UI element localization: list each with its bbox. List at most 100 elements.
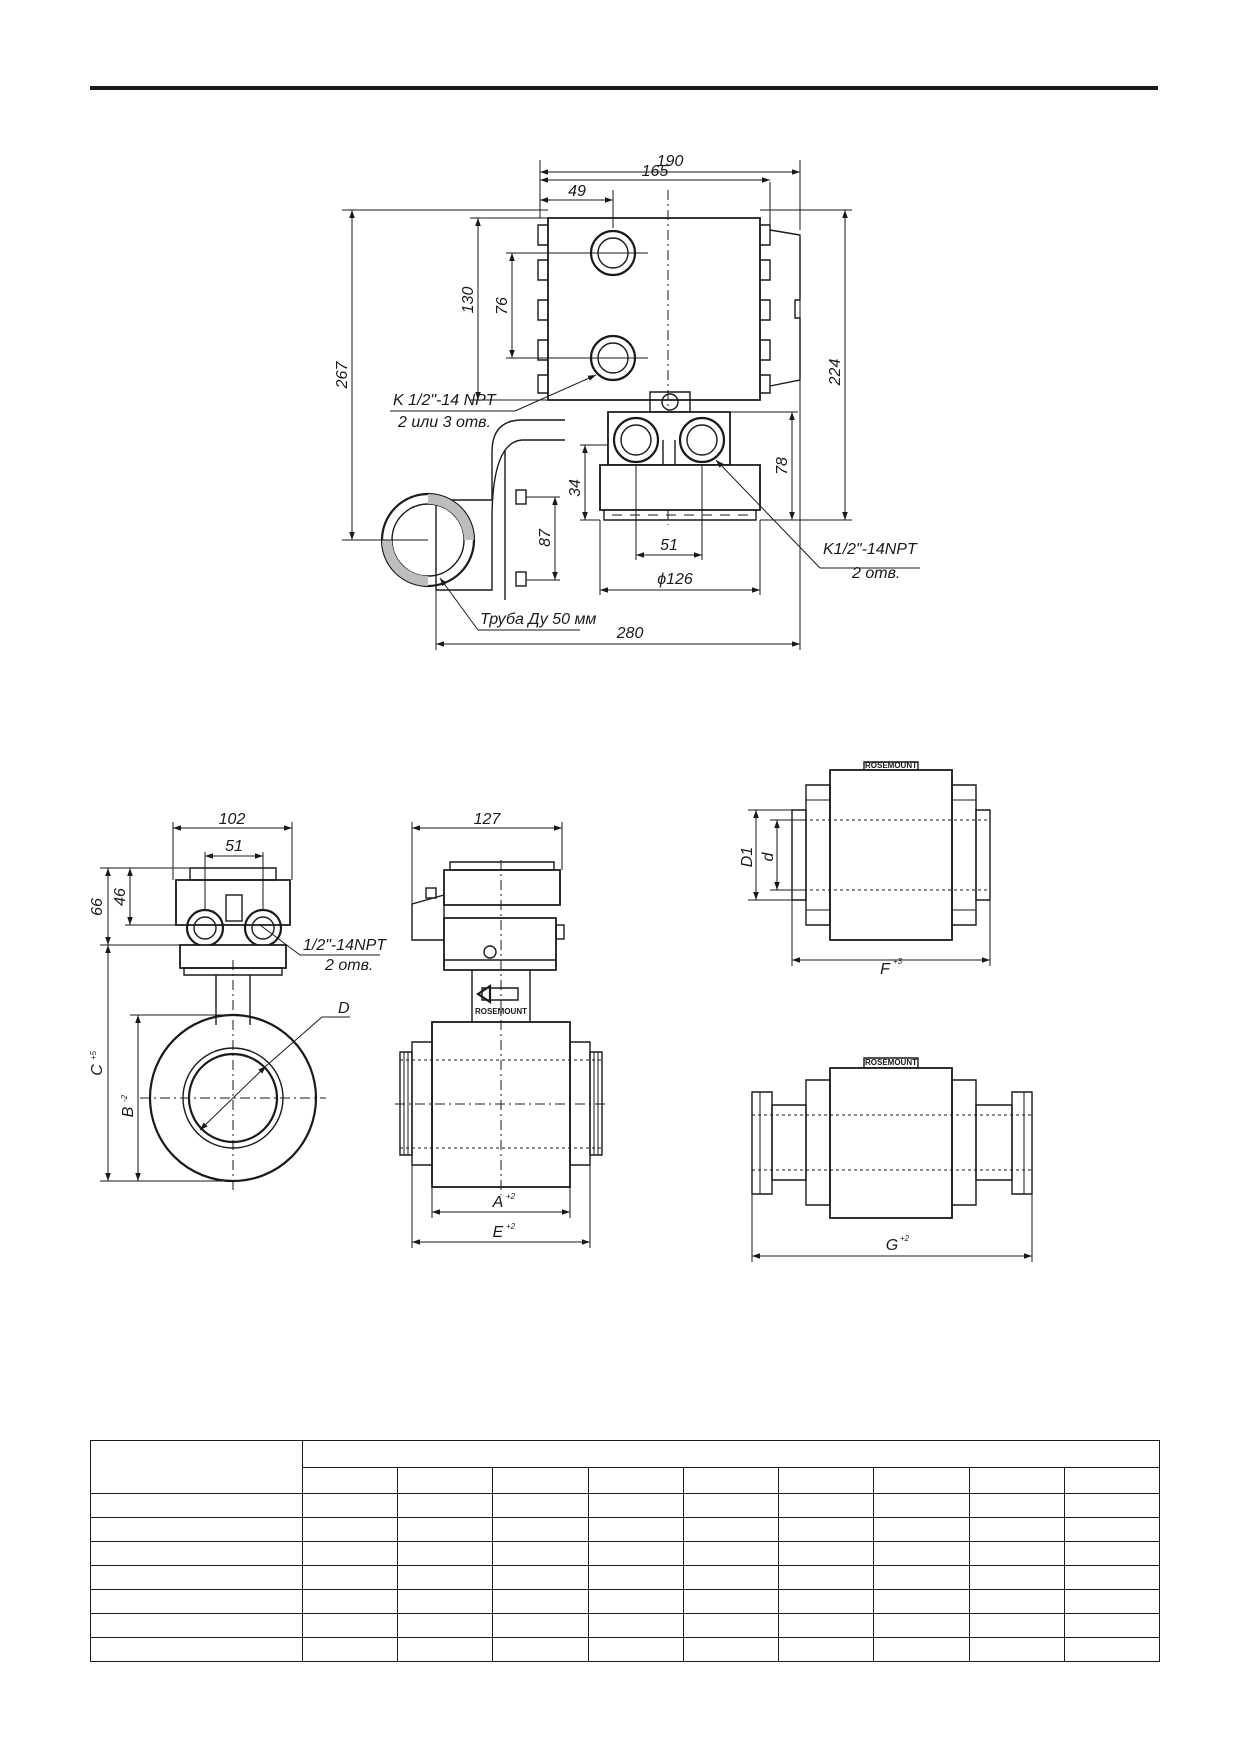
dim-224: 224: [827, 359, 844, 387]
dim-49: 49: [568, 183, 586, 200]
table-cell: [873, 1565, 970, 1590]
table-cell: [90, 1613, 303, 1638]
dim-46: 46: [112, 888, 129, 906]
table-row: [90, 1517, 1161, 1542]
dim-E: E: [493, 1224, 504, 1241]
threaded-view-brand: ROSEMOUNT: [865, 761, 917, 770]
callout-front-port: 1/2"-14NPT: [303, 937, 387, 954]
table-cell: [778, 1637, 875, 1662]
table-cell: [873, 1637, 970, 1662]
table-cell: [778, 1517, 875, 1542]
callout-front-port-count: 2 отв.: [324, 957, 373, 974]
table-cell: [968, 1589, 1065, 1614]
dim-D1: D1: [739, 847, 756, 867]
dim-d: d: [760, 851, 777, 861]
dim-102: 102: [219, 811, 246, 828]
table-cell: [1063, 1493, 1161, 1518]
table-cell: [873, 1493, 970, 1518]
table-cell: [778, 1613, 875, 1638]
table-cell: [682, 1637, 780, 1662]
callout-right-port: K1/2"-14NPT: [823, 541, 918, 558]
table-row: [90, 1565, 1161, 1590]
dim-B: B: [120, 1106, 137, 1117]
table-cell: [873, 1541, 970, 1566]
table-cell: [587, 1517, 684, 1542]
dim-A: A: [492, 1194, 504, 1211]
table-header-cell: [90, 1440, 303, 1494]
table-cell: [587, 1613, 684, 1638]
dim-76: 76: [494, 297, 511, 315]
table-cell: [90, 1565, 303, 1590]
table-cell: [1063, 1589, 1161, 1614]
table-cell: [1063, 1637, 1161, 1662]
dim-G-tolerance: +2: [900, 1234, 910, 1243]
table-cell: [90, 1517, 303, 1542]
table-cell: [397, 1637, 494, 1662]
dim-130: 130: [460, 287, 477, 314]
table-cell: [682, 1565, 780, 1590]
table-cell: [968, 1517, 1065, 1542]
table-cell: [492, 1637, 589, 1662]
dim-126: ϕ126: [657, 571, 693, 588]
table-cell: [301, 1637, 399, 1662]
table-row: [90, 1541, 1161, 1566]
table-cell: [587, 1541, 684, 1566]
table-cell: [968, 1541, 1065, 1566]
table-cell: [1063, 1565, 1161, 1590]
table-cell: [1063, 1541, 1161, 1566]
callout-left-port: K 1/2"-14 NPT: [393, 392, 497, 409]
table-cell: [492, 1613, 589, 1638]
table-cell: [301, 1517, 399, 1542]
callout-left-port-count: 2 или 3 отв.: [397, 414, 491, 431]
table-row: [90, 1637, 1161, 1662]
header-rule: [90, 86, 1158, 90]
table-cell: [492, 1517, 589, 1542]
table-row: [90, 1493, 1161, 1518]
table-cell: [873, 1466, 970, 1494]
dim-267: 267: [334, 361, 351, 390]
dim-C: C: [89, 1064, 106, 1076]
table-cell: [397, 1517, 494, 1542]
table-cell: [1063, 1517, 1161, 1542]
dim-190: 190: [657, 153, 684, 170]
table-cell: [587, 1466, 684, 1494]
clamp-view-brand: ROSEMOUNT: [865, 1058, 917, 1067]
dim-127: 127: [474, 811, 502, 828]
dim-C-tolerance: +5: [89, 1050, 98, 1060]
table-header-row: [90, 1440, 1160, 1494]
dim-F-tolerance: +3: [893, 957, 903, 966]
table-cell: [682, 1613, 780, 1638]
table-cell: [90, 1637, 303, 1662]
dim-E-tolerance: +2: [506, 1222, 516, 1231]
table-cell: [492, 1565, 589, 1590]
table-row: [90, 1613, 1161, 1638]
table-cell: [778, 1541, 875, 1566]
dim-51-front: 51: [225, 838, 243, 855]
table-cell: [301, 1589, 399, 1614]
table-cell: [397, 1466, 494, 1494]
dim-280: 280: [616, 625, 644, 642]
table-cell: [873, 1613, 970, 1638]
dim-78: 78: [774, 457, 791, 475]
table-cell: [492, 1589, 589, 1614]
table-cell: [682, 1589, 780, 1614]
table-cell: [301, 1565, 399, 1590]
table-cell: [492, 1541, 589, 1566]
dimensions-table: [90, 1440, 1161, 1662]
front-view-drawing: [100, 822, 380, 1190]
callout-right-port-count: 2 отв.: [851, 565, 900, 582]
table-cell: [397, 1541, 494, 1566]
dim-165: 165: [642, 163, 669, 180]
table-cell: [968, 1466, 1065, 1494]
table-cell: [301, 1613, 399, 1638]
callout-pipe: Труба Ду 50 мм: [480, 611, 596, 628]
top-view-drawing: [342, 160, 920, 650]
threaded-view-drawing: [748, 761, 991, 966]
table-cell: [873, 1589, 970, 1614]
table-cell: [778, 1589, 875, 1614]
dim-B-tolerance: -2: [120, 1094, 129, 1102]
table-cell: [397, 1613, 494, 1638]
table-cell: [682, 1493, 780, 1518]
